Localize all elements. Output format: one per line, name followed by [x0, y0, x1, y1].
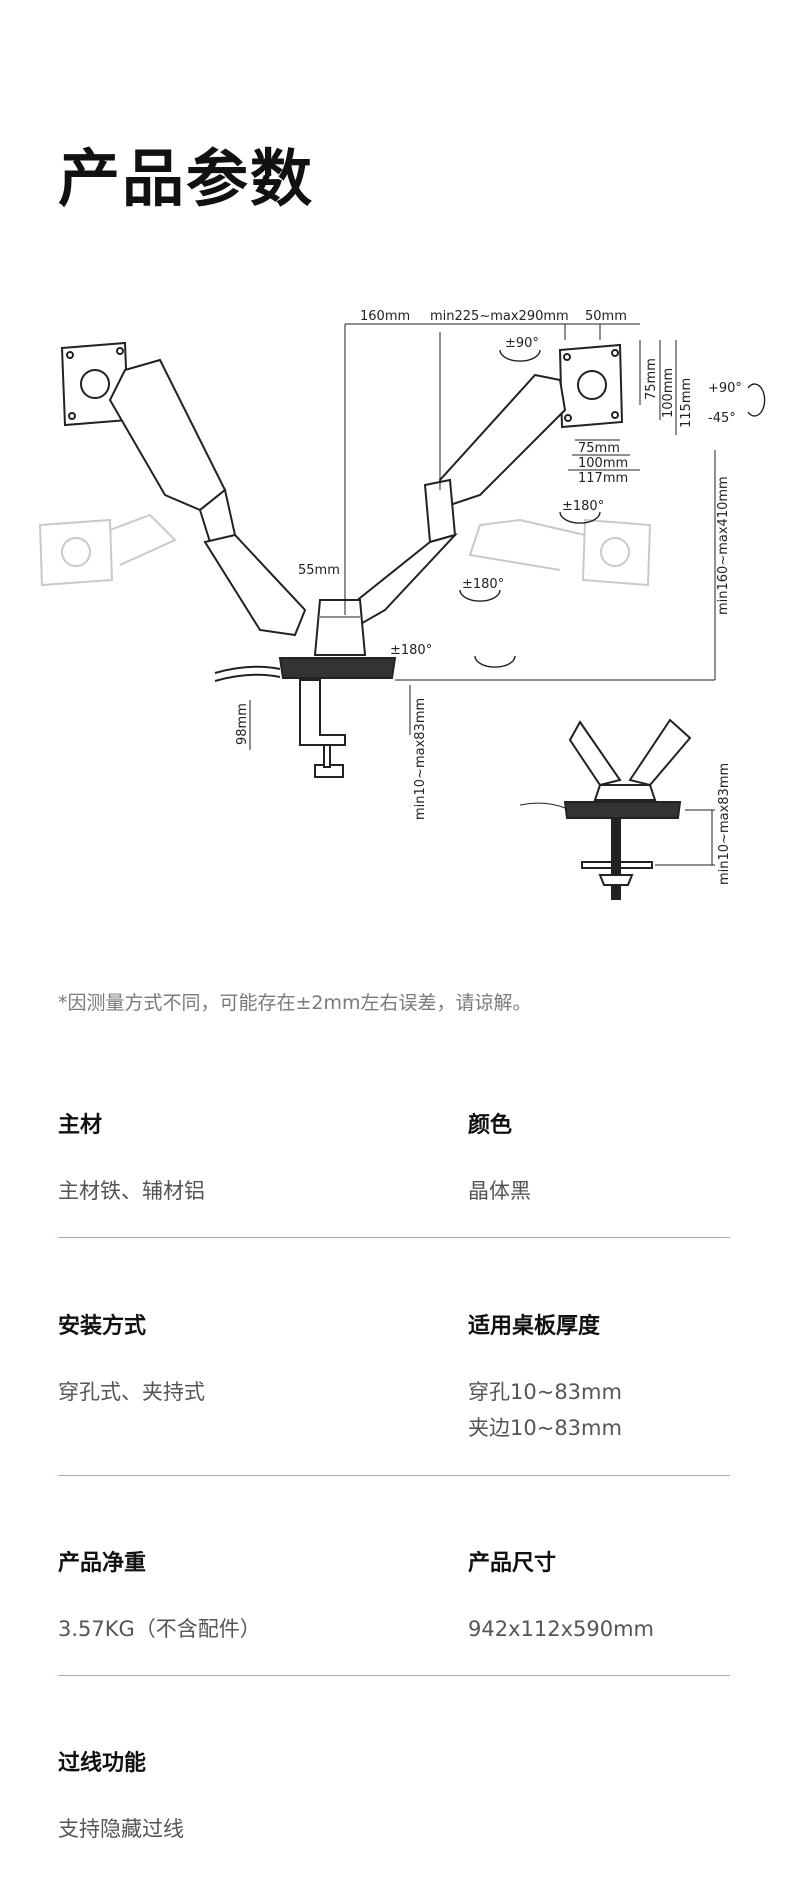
dim-98: 98mm — [235, 703, 250, 745]
dim-100-height: 100mm — [661, 368, 676, 418]
right-vesa-plate — [558, 343, 624, 429]
spec-value: 942x112x590mm — [468, 1617, 655, 1641]
divider — [58, 1237, 730, 1238]
spec-label: 安装方式 — [58, 1314, 147, 1339]
spec-value: 穿孔式、夹持式 — [58, 1380, 205, 1404]
faded-left-vesa-plate — [38, 513, 177, 587]
rotation-180-head: ±180° — [562, 499, 604, 514]
spec-value: 晶体黑 — [468, 1179, 531, 1203]
spec-value: 穿孔10~83mm — [468, 1380, 622, 1404]
dim-117-width: 117mm — [578, 471, 628, 486]
grommet-mount-view — [563, 718, 692, 900]
spec-label: 产品净重 — [58, 1551, 147, 1576]
divider — [58, 1475, 730, 1476]
left-arm — [108, 358, 307, 637]
spec-product-size: 产品尺寸 942x112x590mm — [468, 1545, 790, 1647]
rotation-minus45: -45° — [708, 411, 736, 426]
dim-100-width: 100mm — [578, 456, 628, 471]
pole-and-base — [278, 599, 397, 778]
dim-75-width: 75mm — [578, 441, 620, 456]
spec-color: 颜色 晶体黑 — [468, 1107, 790, 1209]
rotation-180-arm: ±180° — [462, 577, 504, 592]
measurement-note: *因测量方式不同，可能存在±2mm左右误差，请谅解。 — [58, 992, 532, 1014]
dim-160: 160mm — [360, 309, 410, 324]
spec-label: 主材 — [58, 1113, 103, 1138]
dim-55: 55mm — [298, 563, 340, 578]
dim-reach: min225~max290mm — [430, 309, 569, 324]
spec-label: 过线功能 — [58, 1751, 147, 1776]
spec-label: 颜色 — [468, 1113, 513, 1138]
spec-desk-thickness: 适用桌板厚度 穿孔10~83mm 夹边10~83mm — [468, 1308, 790, 1446]
spec-net-weight: 产品净重 3.57KG（不含配件） — [58, 1545, 388, 1647]
spec-value: 支持隐藏过线 — [58, 1817, 184, 1841]
spec-value: 主材铁、辅材铝 — [58, 1179, 205, 1203]
spec-label: 适用桌板厚度 — [468, 1314, 601, 1339]
spec-material: 主材 主材铁、辅材铝 — [58, 1107, 388, 1209]
dim-clamp-thickness: min10~max83mm — [413, 698, 428, 820]
dim-115-height: 115mm — [679, 378, 694, 428]
spec-value-2: 夹边10~83mm — [468, 1416, 622, 1440]
monitor-arm-dimension-diagram: 160mm min225~max290mm 50mm 55mm 75mm 100… — [0, 280, 790, 900]
right-arm — [343, 373, 567, 632]
rotation-plus90: +90° — [708, 381, 742, 396]
divider — [58, 1675, 730, 1676]
spec-value: 3.57KG（不含配件） — [58, 1617, 261, 1641]
spec-cable-management: 过线功能 支持隐藏过线 — [58, 1745, 388, 1847]
page-title: 产品参数 — [58, 142, 315, 215]
dim-50: 50mm — [585, 309, 627, 324]
dim-grommet-thickness: min10~max83mm — [717, 763, 732, 885]
dim-height-range: min160~max410mm — [716, 476, 731, 615]
rotation-180-base: ±180° — [390, 643, 432, 658]
spec-install-method: 安装方式 穿孔式、夹持式 — [58, 1308, 388, 1410]
dim-75-height: 75mm — [644, 358, 659, 400]
rotation-pm90: ±90° — [505, 336, 539, 351]
faded-right-vesa-plate — [468, 518, 652, 587]
spec-label: 产品尺寸 — [468, 1551, 557, 1576]
